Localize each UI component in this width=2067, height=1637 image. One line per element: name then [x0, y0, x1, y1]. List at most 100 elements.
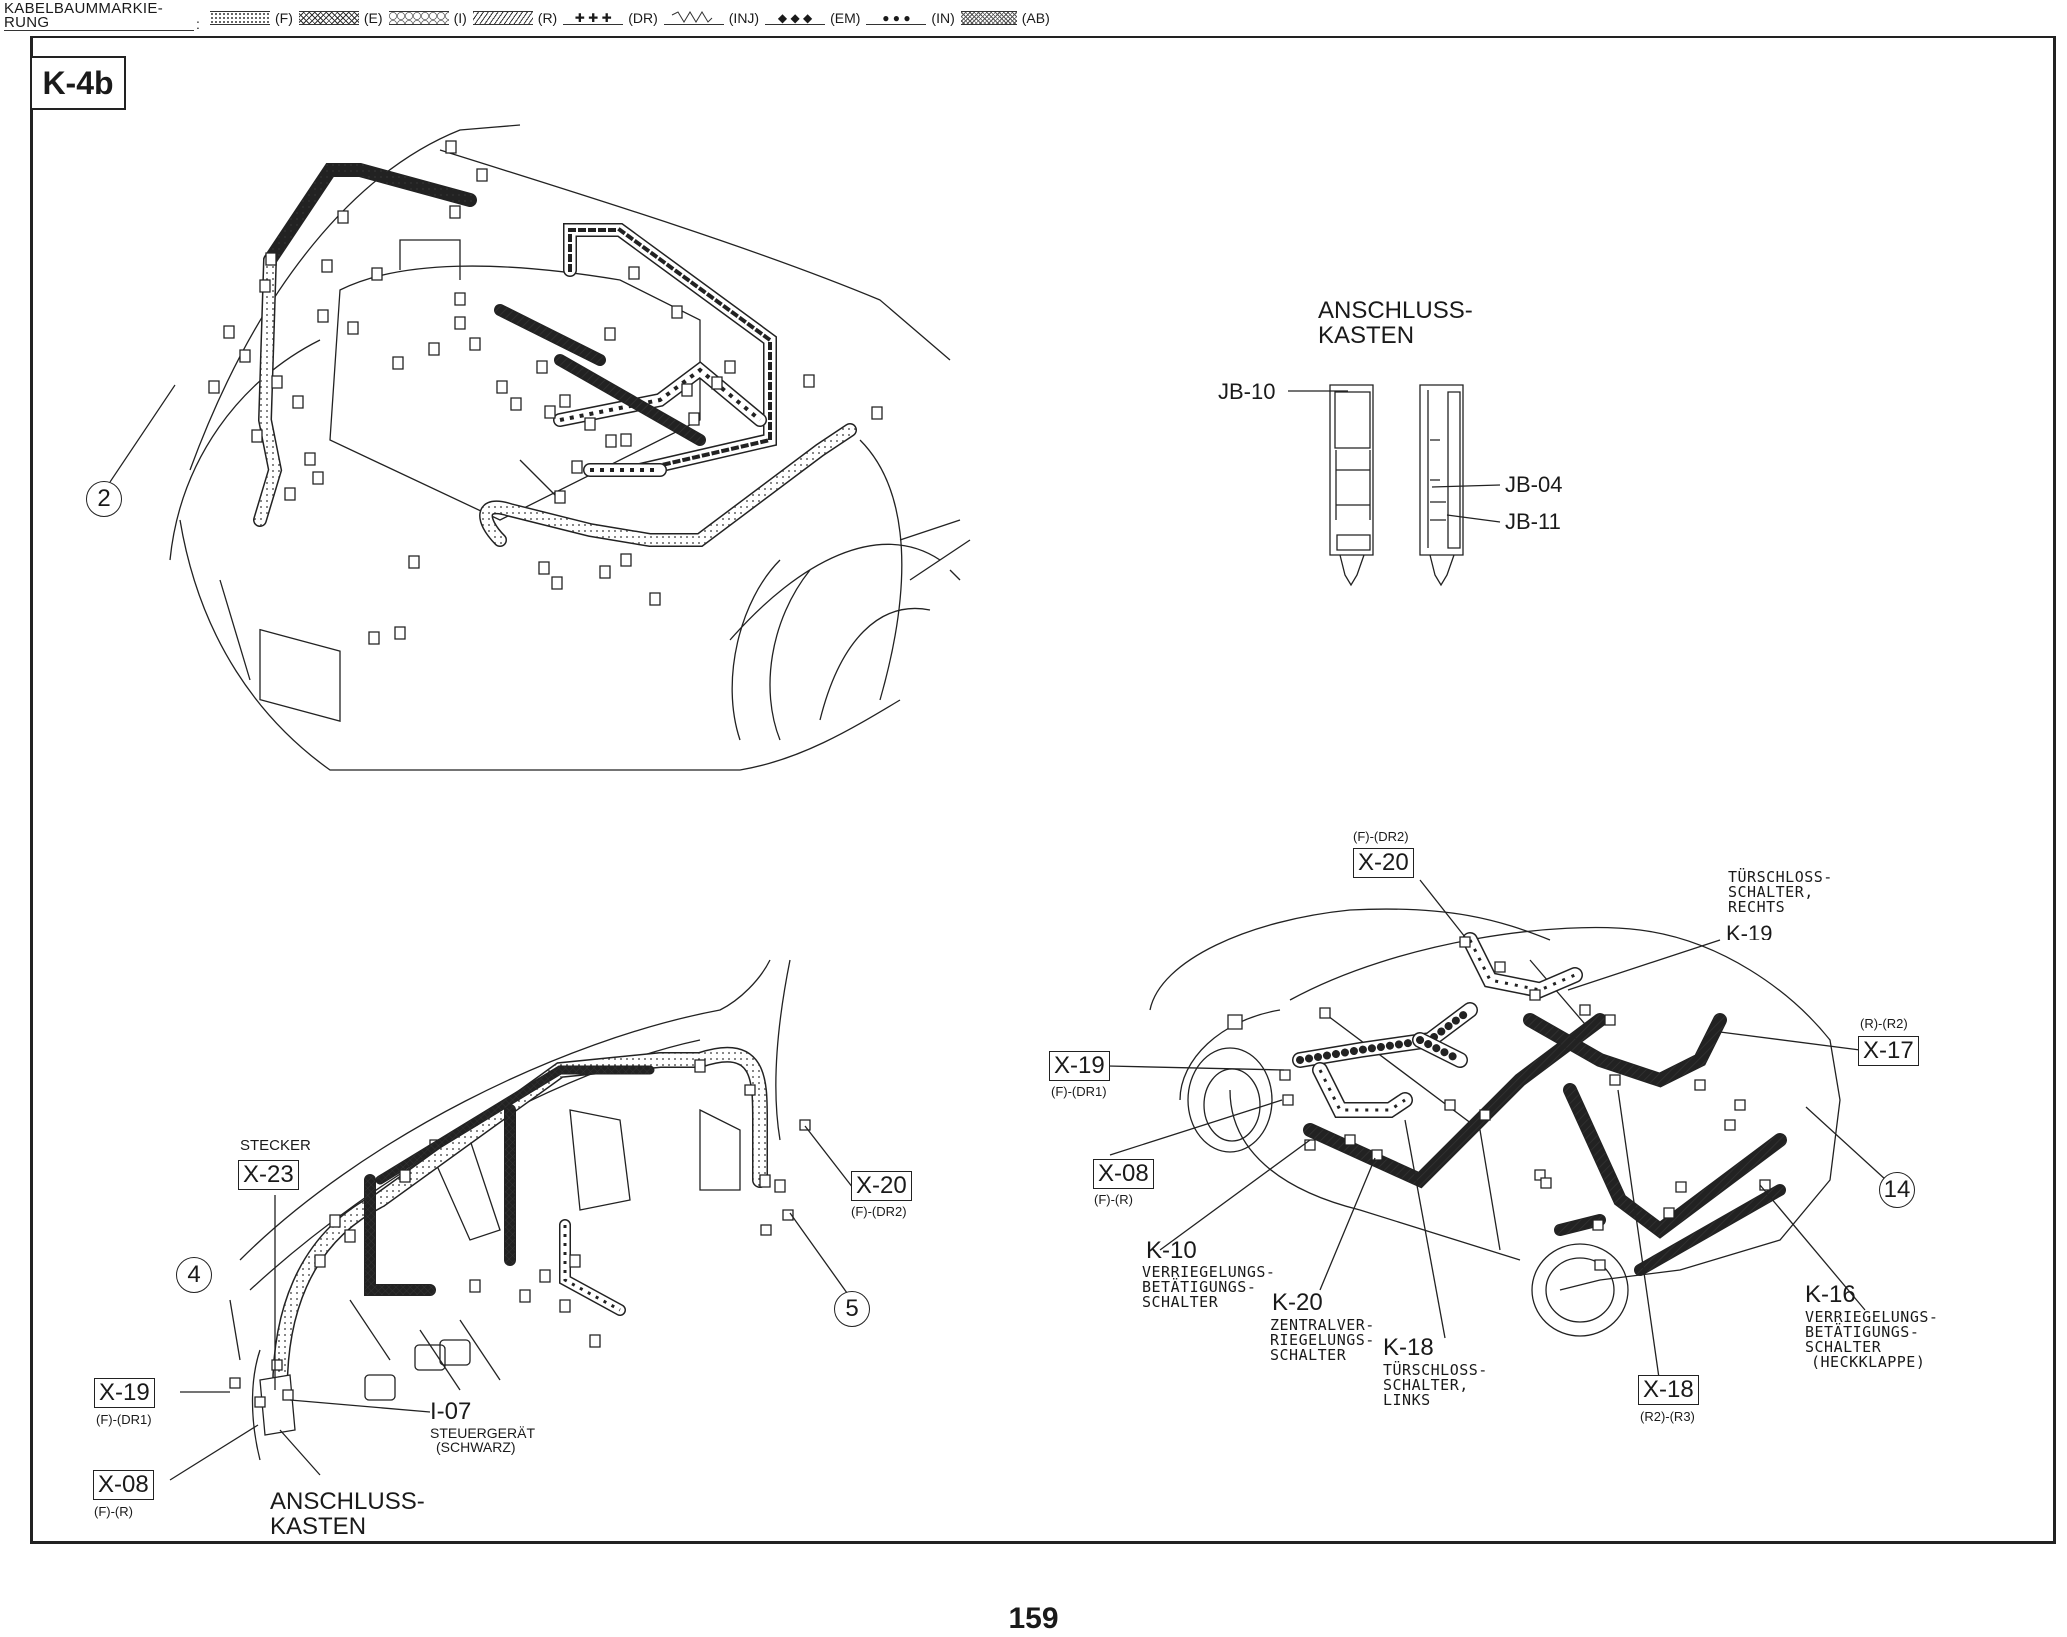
callout-2: 2	[86, 481, 122, 517]
dashboard-drawing	[170, 960, 860, 1480]
junction-box-title: ANSCHLUSS- KASTEN	[1318, 298, 1473, 348]
k-19-line3: RECHTS	[1728, 898, 1786, 916]
section-id-box: K-4b	[30, 56, 126, 110]
legend-title: KABELBAUMMARKIE- RUNG	[4, 0, 194, 31]
legend-item-inj: (INJ)	[663, 10, 760, 26]
connector-x-23: X-23	[238, 1160, 299, 1190]
body-connector-x-17: X-17	[1858, 1036, 1919, 1066]
hexagon-icon	[388, 11, 449, 25]
junction-box-title-line1: ANSCHLUSS-	[1318, 297, 1473, 324]
legend-title-line1: KABELBAUMMARKIE-	[4, 0, 164, 17]
dotted-icon	[210, 11, 270, 25]
connector-x-08: X-08	[93, 1470, 154, 1500]
k-10-line3: SCHALTER	[1142, 1293, 1219, 1311]
component-k-19: K-19	[1726, 922, 1773, 940]
legend-title-line2: RUNG	[4, 15, 194, 31]
k-16-line3: SCHALTER	[1805, 1338, 1882, 1356]
diagonal-hatch-icon	[472, 11, 533, 25]
connector-x-20: X-20	[851, 1171, 912, 1201]
k-10-line1: VERRIEGELUNGS-	[1142, 1263, 1276, 1281]
legend-code: (I)	[453, 10, 467, 26]
body-x-17-harness: (R)-(R2)	[1860, 1016, 1908, 1031]
legend-item-f: (F)	[210, 10, 293, 26]
connector-jb-04: JB-04	[1505, 472, 1563, 497]
stecker-label: STECKER	[240, 1137, 311, 1154]
k-18-description: TÜRSCHLOSS- SCHALTER, LINKS	[1383, 1363, 1488, 1408]
crosshatch-icon	[960, 11, 1017, 25]
callout-5: 5	[834, 1291, 870, 1327]
k-10-description: VERRIEGELUNGS- BETÄTIGUNGS- SCHALTER	[1142, 1265, 1275, 1310]
k-19-line1: TÜRSCHLOSS-	[1728, 868, 1833, 886]
k-20-line2: RIEGELUNGS-	[1270, 1331, 1375, 1349]
k-16-line1: VERRIEGELUNGS-	[1805, 1308, 1939, 1326]
connector-jb-10: JB-10	[1218, 379, 1276, 404]
connector-x-19: X-19	[94, 1378, 155, 1408]
dashboard-junction-box-line2: KASTEN	[270, 1513, 367, 1540]
legend-item-dr: ✚ ✚ ✚ (DR)	[563, 10, 658, 26]
dashboard-junction-box-line1: ANSCHLUSS-	[270, 1488, 425, 1515]
wave-icon	[663, 11, 724, 25]
k-19-description: TÜRSCHLOSS- SCHALTER, RECHTS	[1728, 870, 1833, 915]
k-16-line2: BETÄTIGUNGS-	[1805, 1323, 1920, 1341]
connector-x-20-harness: (F)-(DR2)	[851, 1204, 907, 1219]
circle-icon: ● ● ●	[866, 11, 927, 25]
legend-code: (F)	[275, 10, 293, 26]
control-unit-line1: STEUERGERÄT	[430, 1425, 536, 1441]
dashboard-junction-box-label: ANSCHLUSS- KASTEN	[270, 1489, 425, 1539]
connector-x-08-harness: (F)-(R)	[94, 1504, 133, 1519]
body-x-20-harness: (F)-(DR2)	[1353, 829, 1409, 844]
component-k-18: K-18	[1383, 1334, 1434, 1361]
k-16-description: VERRIEGELUNGS- BETÄTIGUNGS- SCHALTER (HE…	[1805, 1310, 1938, 1370]
legend-item-in: ● ● ● (IN)	[866, 10, 955, 26]
page-number: 159	[1008, 1602, 1059, 1635]
component-k-10: K-10	[1146, 1237, 1197, 1264]
legend-code: (R)	[537, 10, 558, 26]
legend-item-r: (R)	[472, 10, 558, 26]
diamond-icon: ◆ ◆ ◆	[765, 11, 826, 25]
control-unit-id: I-07	[430, 1398, 472, 1425]
legend-code: (IN)	[931, 10, 955, 26]
body-connector-x-19: X-19	[1049, 1051, 1110, 1081]
harness-legend: (F) (E) (I) (R) ✚ ✚ ✚ (DR) (INJ) ◆ ◆ ◆ (…	[210, 10, 1050, 26]
legend-item-i: (I)	[388, 10, 467, 26]
legend-item-e: (E)	[298, 10, 383, 26]
k-18-line1: TÜRSCHLOSS-	[1383, 1361, 1488, 1379]
k-20-description: ZENTRALVER- RIEGELUNGS- SCHALTER	[1270, 1318, 1375, 1363]
engine-bay-drawing	[170, 125, 970, 770]
component-k-16: K-16	[1805, 1281, 1856, 1308]
component-k-20: K-20	[1272, 1289, 1323, 1316]
legend-separator: :	[196, 16, 200, 32]
page-frame	[30, 36, 2056, 1544]
control-unit-line2: (SCHWARZ)	[436, 1439, 516, 1455]
junction-box-title-line2: KASTEN	[1318, 322, 1415, 349]
legend-code: (AB)	[1021, 10, 1050, 26]
body-connector-x-20: X-20	[1353, 848, 1414, 878]
callout-2-leader	[109, 384, 176, 483]
k-20-line3: SCHALTER	[1270, 1346, 1347, 1364]
k-16-line4: (HECKKLAPPE)	[1811, 1353, 1926, 1371]
callout-4: 4	[176, 1257, 212, 1293]
k-10-line2: BETÄTIGUNGS-	[1142, 1278, 1257, 1296]
junction-box-drawing	[1288, 385, 1500, 585]
legend-code: (EM)	[830, 10, 861, 26]
legend-code: (INJ)	[728, 10, 760, 26]
zigzag-icon	[298, 11, 359, 25]
callout-14: 14	[1879, 1172, 1915, 1208]
body-connector-x-08: X-08	[1093, 1159, 1154, 1189]
body-drawing	[1108, 880, 1886, 1385]
connector-jb-11: JB-11	[1505, 509, 1561, 534]
connector-x-19-harness: (F)-(DR1)	[96, 1412, 152, 1427]
legend-code: (E)	[363, 10, 383, 26]
legend-code: (DR)	[628, 10, 658, 26]
legend-item-em: ◆ ◆ ◆ (EM)	[765, 10, 860, 26]
body-connector-x-18: X-18	[1638, 1375, 1699, 1405]
k-18-line3: LINKS	[1383, 1391, 1431, 1409]
k-20-line1: ZENTRALVER-	[1270, 1316, 1375, 1334]
body-x-18-harness: (R2)-(R3)	[1640, 1409, 1695, 1424]
k-18-line2: SCHALTER,	[1383, 1376, 1469, 1394]
plus-icon: ✚ ✚ ✚	[563, 11, 624, 25]
body-x-19-harness: (F)-(DR1)	[1051, 1084, 1107, 1099]
body-x-08-harness: (F)-(R)	[1094, 1192, 1133, 1207]
legend-item-ab: (AB)	[960, 10, 1050, 26]
